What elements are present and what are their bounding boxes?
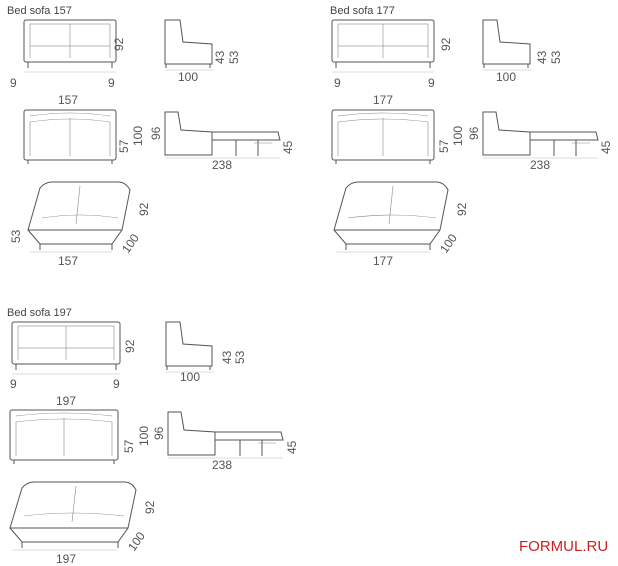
dim-persp-side: 53	[9, 229, 23, 243]
group-bed-sofa-197: Bed sofa 197 92 9 9 197 43 53 100	[7, 307, 299, 566]
dim-left-arm: 9	[10, 76, 17, 90]
dim-front-low: 57	[122, 439, 136, 453]
dim-front-high: 100	[131, 126, 145, 146]
dim-width: 177	[373, 93, 393, 107]
dim-right-arm: 9	[108, 76, 115, 90]
dim-persp-width: 197	[56, 552, 76, 566]
dim-mattress-h: 45	[281, 140, 295, 154]
dim-front-high: 100	[451, 126, 465, 146]
group-title: Bed sofa 197	[7, 307, 72, 319]
dim-back-h: 53	[233, 350, 247, 364]
bed-front-view	[331, 109, 435, 164]
dim-persp-width: 177	[373, 254, 393, 268]
dim-depth: 100	[180, 370, 200, 384]
front-view	[11, 321, 121, 375]
perspective-view	[333, 181, 449, 253]
group-title: Bed sofa 157	[7, 5, 72, 17]
dim-back-h: 53	[549, 50, 563, 64]
dim-open-depth: 238	[212, 158, 232, 172]
perspective-view	[9, 481, 137, 551]
open-bed-side-view	[482, 111, 599, 159]
dim-open-height: 96	[149, 126, 163, 140]
dim-left-arm: 9	[334, 76, 341, 90]
dim-open-height: 96	[467, 126, 481, 140]
dim-seat-h: 43	[213, 50, 227, 64]
front-view	[331, 19, 435, 73]
open-bed-side-view	[167, 411, 284, 459]
dim-height: 92	[439, 37, 453, 51]
dim-open-depth: 238	[212, 458, 232, 472]
dim-persp-height: 92	[137, 202, 151, 216]
dim-depth: 100	[496, 70, 516, 84]
dim-persp-width: 157	[58, 254, 78, 268]
dim-persp-height: 92	[143, 500, 157, 514]
open-bed-side-view	[164, 111, 281, 159]
dim-front-low: 57	[117, 139, 131, 153]
dim-left-arm: 9	[10, 377, 17, 391]
dim-mattress-h: 45	[599, 140, 613, 154]
bed-front-view	[9, 409, 119, 464]
dim-front-low: 57	[437, 139, 451, 153]
dim-persp-depth: 100	[119, 231, 142, 256]
dim-right-arm: 9	[113, 377, 120, 391]
dim-height: 92	[123, 339, 137, 353]
dim-persp-depth: 100	[125, 529, 148, 554]
dim-width: 157	[58, 93, 78, 107]
dim-persp-height: 92	[455, 202, 469, 216]
bed-front-view	[23, 109, 117, 164]
brand-logo-text: FORMUL.RU	[519, 538, 608, 555]
side-view	[165, 321, 214, 373]
dim-seat-h: 43	[220, 350, 234, 364]
dim-open-depth: 238	[530, 158, 550, 172]
dim-back-h: 53	[227, 50, 241, 64]
dim-width: 197	[56, 394, 76, 408]
dim-mattress-h: 45	[285, 440, 299, 454]
side-view	[482, 19, 532, 71]
dim-persp-depth: 100	[437, 231, 460, 256]
group-title: Bed sofa 177	[330, 5, 395, 17]
front-view	[23, 19, 117, 73]
dim-depth: 100	[178, 70, 198, 84]
side-view	[164, 19, 214, 71]
group-bed-sofa-177: Bed sofa 177 92 9 9 177 43 53 100	[330, 5, 613, 268]
group-bed-sofa-157: Bed sofa 157 92 9 9 157 43 53 100	[7, 5, 295, 268]
perspective-view	[27, 181, 131, 253]
dim-height: 92	[112, 37, 126, 51]
dim-right-arm: 9	[428, 76, 435, 90]
dim-open-height: 96	[152, 426, 166, 440]
dim-seat-h: 43	[535, 50, 549, 64]
dim-front-high: 100	[137, 426, 151, 446]
